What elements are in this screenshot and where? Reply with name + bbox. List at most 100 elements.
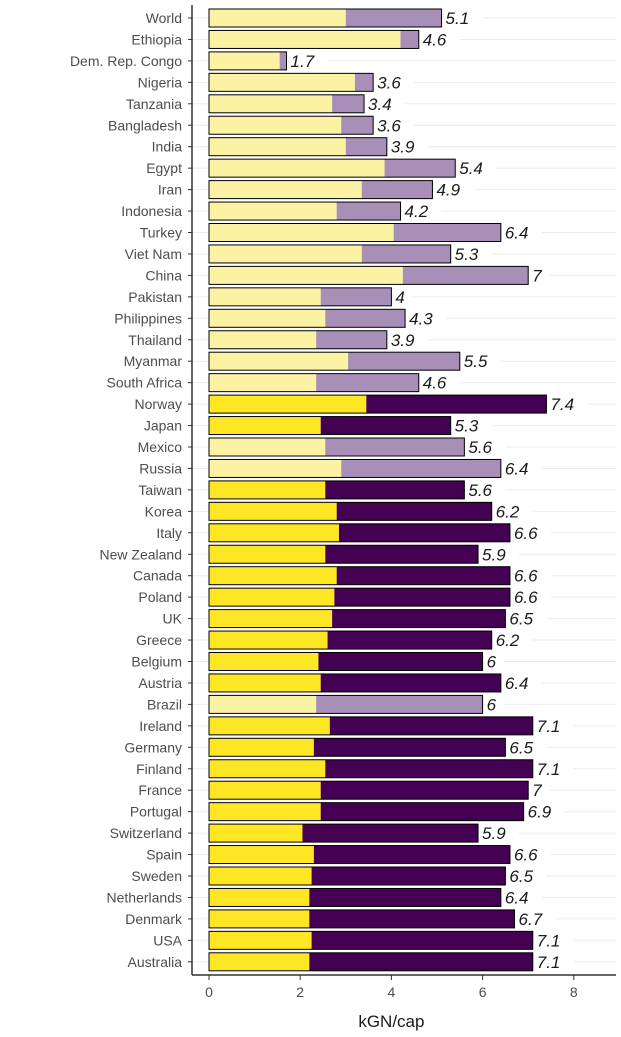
bar-outline: [208, 587, 511, 607]
value-label: 7.1: [537, 760, 561, 779]
value-label: 6.5: [509, 867, 533, 886]
value-label-background: [460, 351, 501, 372]
bar-segment-top: [336, 202, 401, 221]
bar-segment-top: [320, 287, 392, 306]
bars: [208, 8, 547, 972]
bar-outline: [208, 716, 534, 736]
value-label: 5.3: [455, 417, 479, 436]
bar-outline: [208, 287, 392, 307]
value-label-background: [533, 951, 574, 972]
value-label: 6: [487, 653, 497, 672]
category-label: Mexico: [138, 439, 183, 455]
bar-segment-base: [209, 94, 333, 113]
value-label-background: [501, 672, 542, 693]
bar-segment-top: [320, 781, 529, 800]
category-label: Taiwan: [138, 482, 182, 498]
bar-outline: [208, 201, 402, 221]
bar-segment-base: [209, 867, 312, 885]
bar-outline: [208, 952, 534, 972]
category-label: Thailand: [128, 332, 182, 348]
bar-segment-base: [209, 266, 403, 285]
value-labels: 5.14.61.73.63.43.63.95.44.94.26.45.3744.…: [287, 8, 588, 972]
bar-segment-base: [209, 202, 337, 221]
bar-segment-base: [209, 480, 326, 499]
value-label-background: [501, 887, 542, 908]
category-label: Portugal: [130, 804, 182, 820]
bar-segment-base: [209, 438, 326, 456]
value-label: 6.4: [505, 224, 529, 243]
value-label-background: [510, 844, 551, 865]
bar-segment-base: [209, 73, 355, 92]
value-label: 4.2: [405, 202, 429, 221]
value-label-background: [529, 780, 550, 801]
category-label: Finland: [136, 761, 182, 777]
value-label-background: [510, 565, 551, 586]
bar-segment-base: [209, 51, 280, 70]
bar-segment-top: [325, 759, 533, 778]
value-label-background: [433, 179, 474, 200]
value-label: 6.6: [514, 524, 538, 543]
value-label: 4.6: [423, 30, 447, 49]
value-label-background: [406, 308, 447, 329]
category-label: UK: [163, 611, 183, 627]
value-label: 6.6: [514, 588, 538, 607]
value-label: 6.9: [528, 803, 552, 822]
category-label: Myanmar: [124, 353, 183, 369]
bar-outline: [208, 72, 374, 92]
bar-segment-top: [325, 309, 406, 328]
bar-outline: [208, 780, 529, 800]
bar-segment-top: [366, 395, 547, 414]
bar-segment-base: [209, 845, 314, 864]
value-label-background: [465, 479, 506, 500]
bar-segment-top: [338, 523, 510, 542]
bar-outline: [208, 887, 502, 907]
value-label: 6.7: [519, 910, 543, 929]
category-label: Austria: [138, 675, 182, 691]
bar-segment-base: [209, 159, 385, 178]
category-label: Tanzania: [126, 96, 182, 112]
bar-segment-top: [309, 888, 501, 907]
category-label: Poland: [138, 589, 182, 605]
bar-outline: [208, 566, 511, 586]
category-label: Ethiopia: [131, 31, 182, 47]
bar-segment-base: [209, 180, 362, 199]
bar-outline: [208, 930, 534, 950]
bar-segment-top: [402, 266, 529, 285]
bar-segment-top: [318, 652, 483, 671]
category-label: Nigeria: [138, 74, 183, 90]
bar-outline: [208, 373, 420, 393]
value-label-background: [451, 243, 492, 264]
value-label: 3.9: [391, 138, 415, 157]
bar-outline: [208, 909, 516, 929]
bar-segment-top: [341, 116, 374, 135]
bar-outline: [208, 480, 465, 500]
bar-outline: [208, 737, 506, 757]
bar-outline: [208, 308, 406, 328]
x-tick-label: 8: [570, 984, 578, 1000]
value-label: 6.5: [509, 610, 533, 629]
bar-outline: [208, 866, 506, 886]
category-label: Sweden: [131, 868, 182, 884]
category-label: France: [138, 782, 182, 798]
value-label-background: [401, 201, 442, 222]
bar-segment-top: [332, 94, 365, 113]
value-label-background: [524, 801, 565, 822]
bar-segment-base: [209, 416, 321, 435]
value-label-background: [387, 329, 428, 350]
value-label-background: [533, 758, 574, 779]
value-label: 3.9: [391, 331, 415, 350]
value-label-background: [479, 823, 520, 844]
category-label: Pakistan: [128, 289, 182, 305]
bar-segment-top: [325, 438, 465, 456]
value-label: 3.6: [377, 116, 401, 135]
bar-segment-top: [311, 867, 506, 885]
x-axis-title: kGN/cap: [358, 1012, 424, 1031]
value-label-background: [515, 908, 556, 929]
value-label: 6.5: [509, 738, 533, 757]
category-label: Russia: [139, 460, 182, 476]
bar-outline: [208, 437, 465, 457]
x-tick-label: 0: [205, 984, 213, 1000]
bar-segment-base: [209, 523, 339, 542]
